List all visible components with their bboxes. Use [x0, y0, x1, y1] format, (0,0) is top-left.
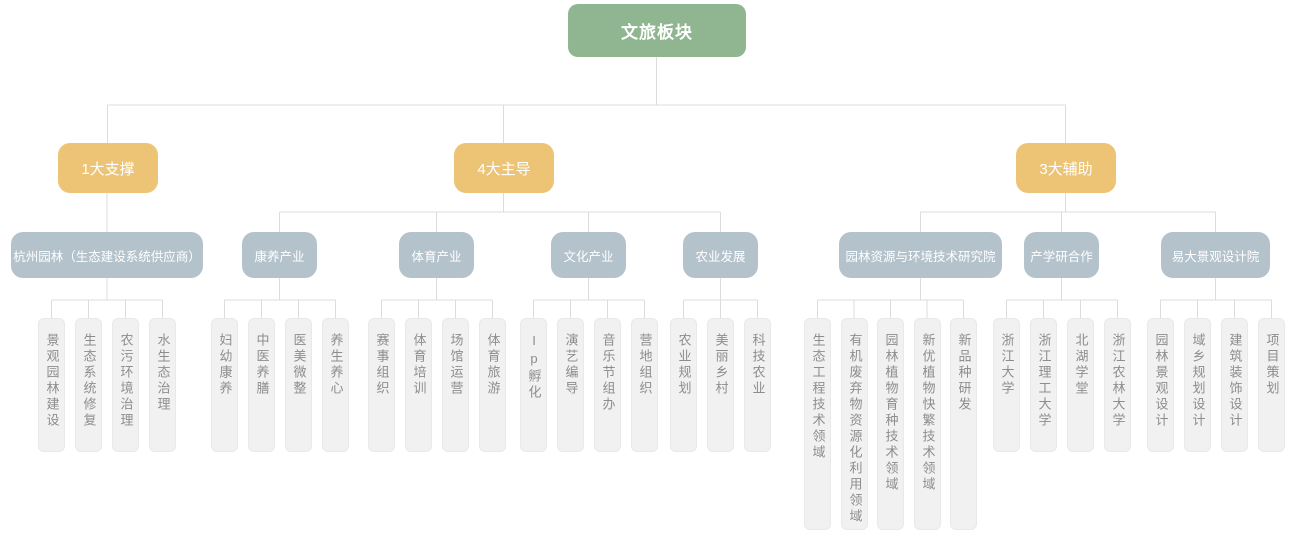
- leaf-label: 园林植物育种技术领域: [883, 333, 899, 493]
- leaf-node: 浙江理工大学: [1030, 318, 1057, 452]
- branch-node-support: 1大支撑: [58, 143, 158, 193]
- leaf-label: 美丽乡村: [713, 333, 729, 397]
- leaf-label: 新优植物快繁技术领域: [920, 333, 936, 493]
- leaf-node: 景观园林建设: [38, 318, 65, 452]
- leaf-node: 建筑装饰设计: [1221, 318, 1248, 452]
- group-node-design-institute: 易大景观设计院: [1161, 232, 1270, 278]
- leaf-node: 北湖学堂: [1067, 318, 1094, 452]
- leaf-label: 场馆运营: [448, 333, 464, 397]
- leaf-label: 浙江农林大学: [1110, 333, 1126, 429]
- leaf-node: 赛事组织: [368, 318, 395, 452]
- leaf-label: 水生态治理: [155, 333, 171, 413]
- leaf-node: 营地组织: [631, 318, 658, 452]
- leaf-label: 妇幼康养: [217, 333, 233, 397]
- leaf-node: 园林植物育种技术领域: [877, 318, 904, 530]
- leaf-node: Ip孵化: [520, 318, 547, 452]
- leaf-label: 赛事组织: [374, 333, 390, 397]
- leaf-label: 建筑装饰设计: [1227, 333, 1243, 429]
- leaf-node: 项目策划: [1258, 318, 1285, 452]
- leaf-label: 园林景观设计: [1153, 333, 1169, 429]
- leaf-label: 科技农业: [750, 333, 766, 397]
- leaf-label: 中医养膳: [254, 333, 270, 397]
- leaf-label: 有机废弃物资源化利用领域: [847, 333, 863, 525]
- group-node-hangzhou-garden: 杭州园林（生态建设系统供应商）: [11, 232, 203, 278]
- leaf-node: 美丽乡村: [707, 318, 734, 452]
- leaf-node: 场馆运营: [442, 318, 469, 452]
- leaf-node: 演艺编导: [557, 318, 584, 452]
- leaf-label: 体育培训: [411, 333, 427, 397]
- leaf-node: 体育旅游: [479, 318, 506, 452]
- leaf-label: 营地组织: [637, 333, 653, 397]
- leaf-node: 水生态治理: [149, 318, 176, 452]
- group-node-research-institute: 园林资源与环境技术研究院: [839, 232, 1002, 278]
- leaf-node: 园林景观设计: [1147, 318, 1174, 452]
- leaf-node: 科技农业: [744, 318, 771, 452]
- leaf-node: 农业规划: [670, 318, 697, 452]
- group-node-wellness: 康养产业: [242, 232, 317, 278]
- group-node-industry-academia: 产学研合作: [1024, 232, 1099, 278]
- leaf-node: 新品种研发: [950, 318, 977, 530]
- leaf-label: 域乡规划设计: [1190, 333, 1206, 429]
- leaf-node: 养生养心: [322, 318, 349, 452]
- leaf-node: 新优植物快繁技术领域: [914, 318, 941, 530]
- leaf-label: 新品种研发: [956, 333, 972, 413]
- leaf-label: 北湖学堂: [1073, 333, 1089, 397]
- leaf-label: 生态工程技术领域: [810, 333, 826, 461]
- leaf-label: 演艺编导: [563, 333, 579, 397]
- leaf-label: 项目策划: [1264, 333, 1280, 397]
- leaf-label: 医美微整: [291, 333, 307, 397]
- leaf-label: 农污环境治理: [118, 333, 134, 429]
- leaf-node: 妇幼康养: [211, 318, 238, 452]
- leaf-node: 体育培训: [405, 318, 432, 452]
- group-node-agriculture: 农业发展: [683, 232, 758, 278]
- leaf-label: 浙江理工大学: [1036, 333, 1052, 429]
- leaf-label: 体育旅游: [485, 333, 501, 397]
- group-node-culture: 文化产业: [551, 232, 626, 278]
- leaf-node: 浙江大学: [993, 318, 1020, 452]
- leaf-label: 生态系统修复: [81, 333, 97, 429]
- leaf-node: 浙江农林大学: [1104, 318, 1131, 452]
- leaf-node: 农污环境治理: [112, 318, 139, 452]
- leaf-label: 景观园林建设: [44, 333, 60, 429]
- leaf-label: 养生养心: [328, 333, 344, 397]
- group-node-sports: 体育产业: [399, 232, 474, 278]
- leaf-label: 音乐节组办: [600, 333, 616, 413]
- leaf-node: 中医养膳: [248, 318, 275, 452]
- leaf-node: 生态系统修复: [75, 318, 102, 452]
- branch-node-auxiliary: 3大辅助: [1016, 143, 1116, 193]
- leaf-node: 医美微整: [285, 318, 312, 452]
- leaf-label: 浙江大学: [999, 333, 1015, 397]
- branch-node-lead: 4大主导: [454, 143, 554, 193]
- leaf-label: Ip孵化: [526, 333, 542, 401]
- leaf-node: 生态工程技术领域: [804, 318, 831, 530]
- root-node: 文旅板块: [568, 4, 746, 57]
- leaf-node: 音乐节组办: [594, 318, 621, 452]
- leaf-node: 域乡规划设计: [1184, 318, 1211, 452]
- leaf-label: 农业规划: [676, 333, 692, 397]
- leaf-node: 有机废弃物资源化利用领域: [841, 318, 868, 530]
